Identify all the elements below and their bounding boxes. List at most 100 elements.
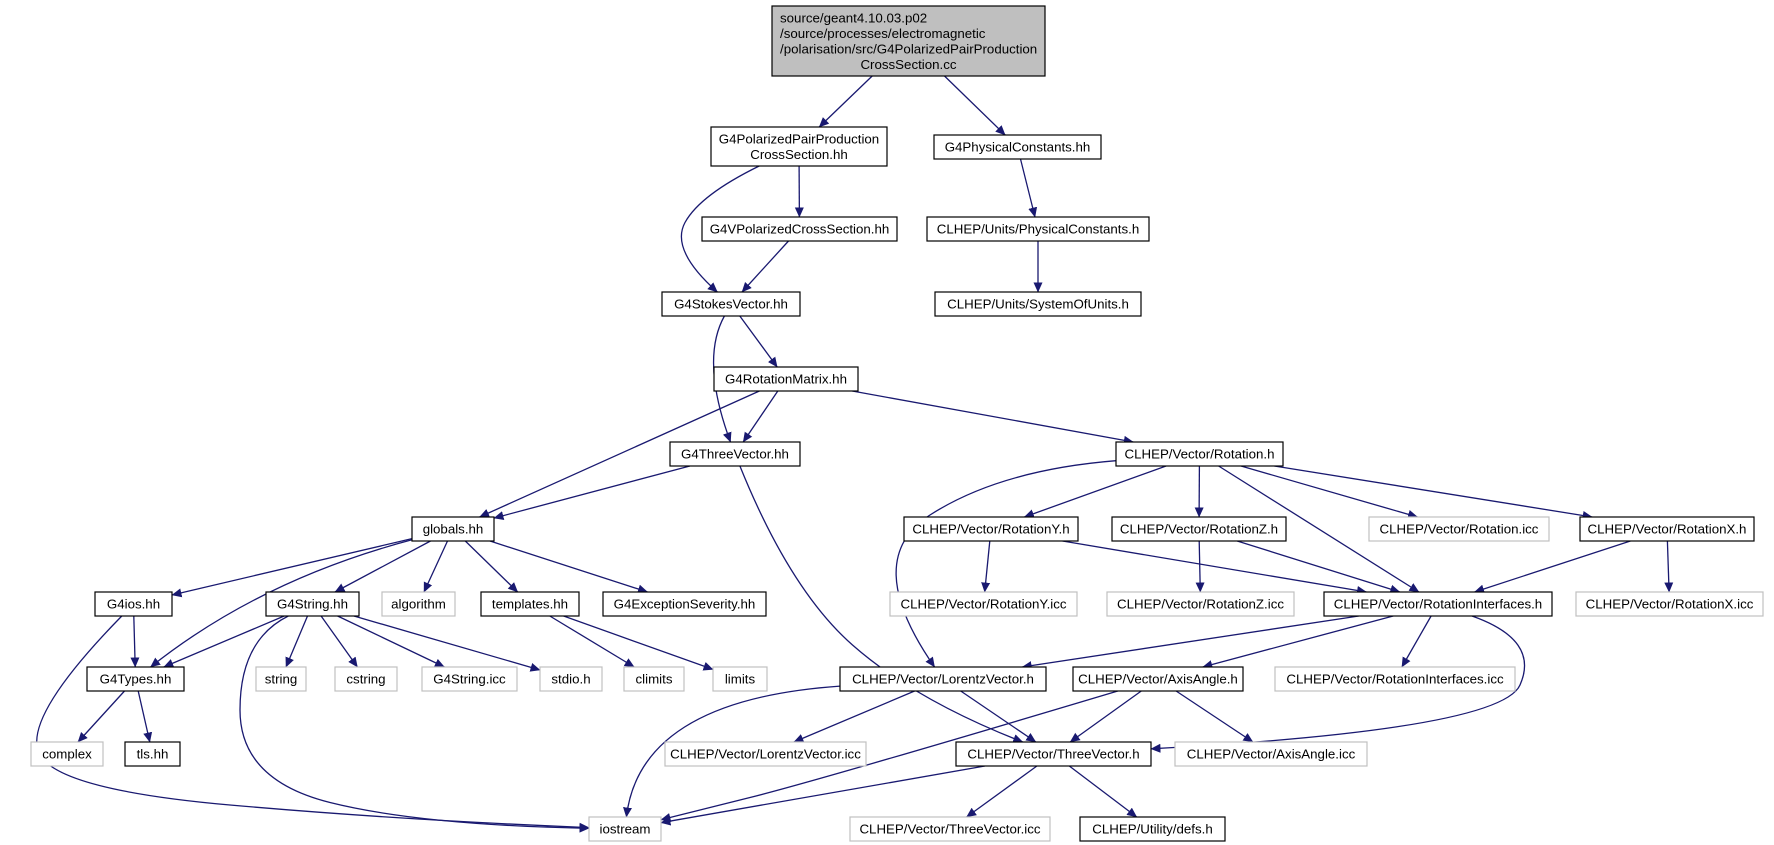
node-label: /source/processes/electromagnetic [780,26,986,41]
node-rotY[interactable]: CLHEP/Vector/RotationY.h [903,516,1079,542]
node-label: iostream [600,822,651,837]
node-box [1575,591,1764,617]
node-stokes[interactable]: G4StokesVector.hh [661,291,801,317]
node-label: climits [636,672,673,687]
node-label: CLHEP/Vector/LorentzVector.h [852,672,1034,687]
edge-rotation-to-rotX [1274,465,1593,520]
node-axisangle[interactable]: CLHEP/Vector/AxisAngle.h [1072,666,1244,692]
node-g4ios[interactable]: G4ios.hh [94,591,173,617]
node-rotZ[interactable]: CLHEP/Vector/RotationZ.h [1111,516,1287,542]
node-rotint[interactable]: CLHEP/Vector/RotationInterfaces.h [1323,591,1553,617]
node-rotmat[interactable]: G4RotationMatrix.hh [713,366,859,392]
node-box [955,741,1152,767]
node-label: CLHEP/Vector/LorentzVector.icc [670,747,861,762]
node-box [1111,516,1287,542]
node-threevec[interactable]: G4ThreeVector.hh [669,441,801,467]
node-box [701,216,898,242]
edge-g4string-to-g4types [163,615,285,668]
node-label: globals.hh [423,522,484,537]
node-label: G4String.hh [277,597,348,612]
edge-root-to-ppcs [818,75,873,128]
edge-rotation-to-rotint [1218,465,1420,593]
edge-globals-to-templates [464,540,519,593]
node-box [334,666,398,692]
node-label: CLHEP/Vector/ThreeVector.icc [859,822,1040,837]
edge-globals-to-g4exc [489,540,648,594]
edge-g4string-to-g4stricc [337,615,445,668]
node-box [771,5,1046,77]
edge-rotY-to-rotYicc [981,540,991,593]
edge-rotint-to-axisangle [1202,615,1394,669]
edge-rotation-to-rotIcc [1240,465,1418,519]
node-box [710,126,888,167]
node-box [1115,441,1284,467]
edge-physconst-to-clhepphys [1019,158,1038,218]
node-box [669,441,801,467]
edge-rotint-to-lorentz [1021,615,1359,671]
node-label: CLHEP/Utility/defs.h [1092,822,1212,837]
node-box [933,134,1102,160]
node-label: limits [725,672,756,687]
node-label: G4Types.hh [100,672,172,687]
node-box [661,291,801,317]
node-box [381,591,456,617]
edge-g4string-to-string [285,615,309,668]
edge-rotation-to-rotY [1023,465,1167,519]
node-rotXicc: CLHEP/Vector/RotationX.icc [1575,591,1764,617]
node-string: string [255,666,307,692]
node-g4string[interactable]: G4String.hh [265,591,360,617]
edge-axisangle-to-axisicc [1175,690,1254,743]
edge-g4ios-to-g4types [130,615,140,668]
node-g4types[interactable]: G4Types.hh [86,666,185,692]
node-box [30,741,104,767]
edge-rotation-to-lorentz [895,460,1117,668]
node-label: G4VPolarizedCrossSection.hh [710,222,890,237]
node-rotation[interactable]: CLHEP/Vector/Rotation.h [1115,441,1284,467]
node-box [124,741,181,767]
edge-rotZ-to-rotZicc [1195,540,1205,593]
node-limits: limits [712,666,768,692]
node-rotX[interactable]: CLHEP/Vector/RotationX.h [1579,516,1755,542]
dependency-edges [36,75,1674,833]
node-box [934,291,1142,317]
node-g4exc[interactable]: G4ExceptionSeverity.hh [602,591,767,617]
node-defs[interactable]: CLHEP/Utility/defs.h [1079,816,1226,842]
node-templates[interactable]: templates.hh [480,591,580,617]
node-box [926,216,1150,242]
node-physconst[interactable]: G4PhysicalConstants.hh [933,134,1102,160]
node-label: G4PhysicalConstants.hh [945,140,1091,155]
node-label: CLHEP/Vector/RotationInterfaces.h [1334,597,1542,612]
node-iostream: iostream [588,816,662,842]
node-clhepphys[interactable]: CLHEP/Units/PhysicalConstants.h [926,216,1150,242]
node-box [1274,666,1516,692]
node-tls[interactable]: tls.hh [124,741,181,767]
edge-g4string-to-cstring [320,615,358,668]
node-label: CLHEP/Vector/RotationZ.h [1120,522,1278,537]
node-label: algorithm [391,597,446,612]
edge-axisangle-to-clhep3v [1069,690,1142,743]
edge-templates-to-limits [563,615,714,671]
edge-rotmat-to-rotation [852,390,1134,445]
node-sysunits[interactable]: CLHEP/Units/SystemOfUnits.h [934,291,1142,317]
node-lorentz[interactable]: CLHEP/Vector/LorentzVector.h [839,666,1047,692]
node-stdio: stdio.h [539,666,603,692]
edge-clhep3v-to-threevicc [966,765,1038,818]
node-box [839,666,1047,692]
edge-rotmat-to-threevec [742,390,779,443]
node-box [265,591,360,617]
node-vpcs[interactable]: G4VPolarizedCrossSection.hh [701,216,898,242]
node-label: CLHEP/Vector/RotationY.h [912,522,1069,537]
node-box [255,666,307,692]
node-globals[interactable]: globals.hh [411,516,495,542]
edge-g4types-to-tls [137,690,153,743]
node-box [1579,516,1755,542]
node-clhep3v[interactable]: CLHEP/Vector/ThreeVector.h [955,741,1152,767]
node-root[interactable]: source/geant4.10.03.p02/source/processes… [771,5,1046,77]
node-box [1323,591,1553,617]
node-box [713,366,859,392]
node-box [889,591,1078,617]
node-box [411,516,495,542]
edge-globals-to-g4ios [171,537,413,598]
